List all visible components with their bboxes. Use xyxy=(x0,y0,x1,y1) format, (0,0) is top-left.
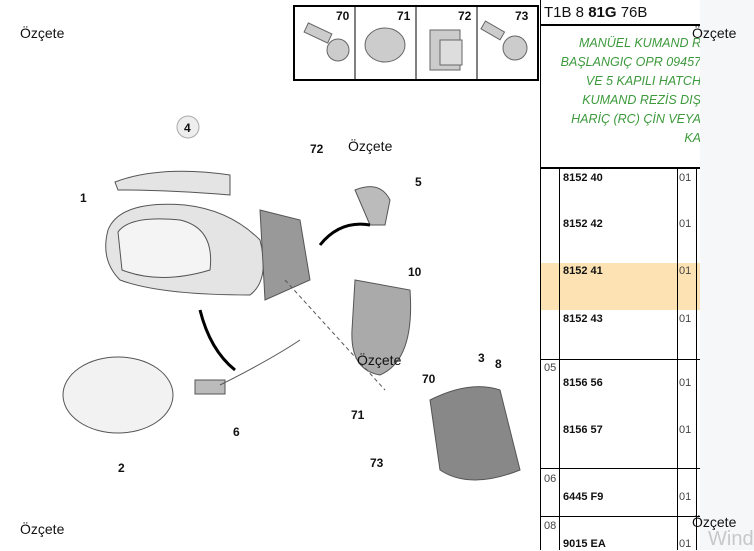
part-number[interactable]: 8152 41 xyxy=(563,265,603,277)
callout-70: 70 xyxy=(422,372,436,386)
summary-tooltip: Özçete xyxy=(20,521,65,537)
callout-8: 8 xyxy=(495,357,502,371)
part-qty: 01 xyxy=(679,538,692,550)
summary-tooltip: Özçete xyxy=(348,138,393,154)
group-ref: 08 xyxy=(544,520,557,532)
callout-2: 2 xyxy=(118,461,125,475)
windows-watermark: Wind xyxy=(708,528,754,550)
part-number[interactable]: 6445 F9 xyxy=(563,491,604,503)
thumb-label-72: 72 xyxy=(458,9,472,23)
callout-71: 71 xyxy=(351,408,365,422)
part-number[interactable]: 9015 EA xyxy=(563,538,606,550)
background-area xyxy=(700,0,754,550)
part-number[interactable]: 8152 43 xyxy=(563,313,603,325)
highlighted-row xyxy=(541,263,700,310)
part-qty: 01 xyxy=(679,424,692,436)
part-qty: 01 xyxy=(679,491,692,503)
parts-diagram: 70 71 72 73 4 1 72 5 10 3 8 70 7 xyxy=(62,5,539,481)
callout-3: 3 xyxy=(478,351,485,365)
summary-tooltip: Özçete xyxy=(692,514,737,530)
callout-72: 72 xyxy=(310,142,324,156)
callout-6: 6 xyxy=(233,425,240,439)
thumb-label-70: 70 xyxy=(336,9,350,23)
part-qty: 01 xyxy=(679,172,692,184)
part-qty: 01 xyxy=(679,313,692,325)
group-ref: 05 xyxy=(544,362,557,374)
mirror-drawing xyxy=(62,170,521,481)
part-qty: 01 xyxy=(679,265,692,277)
part-qty: 01 xyxy=(679,377,692,389)
summary-tooltip: Özçete xyxy=(692,25,737,41)
summary-tooltip: Özçete xyxy=(20,25,65,41)
thumb-label-71: 71 xyxy=(397,9,411,23)
callouts: 4 1 72 5 10 3 8 70 71 6 2 73 xyxy=(80,115,502,475)
part-qty: 01 xyxy=(679,218,692,230)
part-number[interactable]: 8152 42 xyxy=(563,218,603,230)
diagram-code: T1B 8 81G 76B xyxy=(544,4,648,21)
callout-73: 73 xyxy=(370,456,384,470)
part-number[interactable]: 8156 56 xyxy=(563,377,603,389)
group-ref: 06 xyxy=(544,473,557,485)
callout-5: 5 xyxy=(415,175,422,189)
part-number[interactable]: 8152 40 xyxy=(563,172,603,184)
summary-tooltip: Özçete xyxy=(357,352,402,368)
thumbnail-strip: 70 71 72 73 xyxy=(293,5,539,81)
part-number[interactable]: 8156 57 xyxy=(563,424,603,436)
callout-4: 4 xyxy=(184,121,191,135)
callout-1: 1 xyxy=(80,191,87,205)
thumb-label-73: 73 xyxy=(515,9,529,23)
callout-10: 10 xyxy=(408,265,422,279)
